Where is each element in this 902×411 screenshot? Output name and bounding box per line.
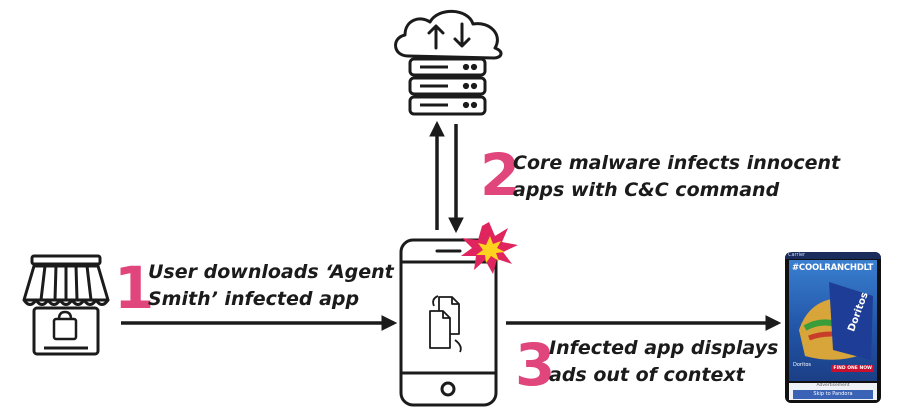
step-3-caption: Infected app displays ads out of context xyxy=(549,335,778,389)
step-2-caption: Core malware infects innocent apps with … xyxy=(513,150,840,204)
cloud-upload-download-icon xyxy=(394,9,503,60)
ad-title: #COOLRANCHDLT xyxy=(792,263,874,273)
step-2-number: 2 xyxy=(480,141,521,209)
ad-skip-button[interactable]: Skip to Pandora xyxy=(793,390,873,399)
copy-files-icon xyxy=(429,295,462,353)
step-1-line-2: Smith’ infected app xyxy=(148,288,360,310)
ad-brand-text: Doritos xyxy=(793,362,811,368)
ad-artwork: Doritos xyxy=(799,282,873,360)
shopping-bag-icon xyxy=(52,310,78,341)
ad-status-bar: Carrier xyxy=(785,252,881,259)
step-3-number: 3 xyxy=(515,331,556,399)
ad-footer-label: Advertisement xyxy=(816,383,850,388)
ad-phone-screenshot: Carrier Doritos #COOLRANCHDLT Doritos FI… xyxy=(785,252,881,403)
step-1-caption: User downloads ‘Agent Smith’ infected ap… xyxy=(148,259,394,313)
step-2-line-1: Core malware infects innocent xyxy=(513,152,841,174)
step-2-line-2: apps with C&C command xyxy=(513,179,780,201)
ad-carrier-label: Carrier xyxy=(788,252,806,258)
explosion-icon xyxy=(461,222,518,274)
ad-creative: Doritos #COOLRANCHDLT Doritos FIND ONE N… xyxy=(789,260,877,381)
ad-cta-button[interactable]: FIND ONE NOW xyxy=(831,365,874,372)
step-3-line-2: ads out of context xyxy=(549,364,745,386)
store-icon xyxy=(22,254,110,356)
step-1-line-1: User downloads ‘Agent xyxy=(148,261,394,283)
ad-footer: Advertisement Skip to Pandora xyxy=(789,383,877,400)
server-icon xyxy=(408,57,487,116)
step-1-number: 1 xyxy=(114,254,155,322)
step-3-line-1: Infected app displays xyxy=(549,337,779,359)
